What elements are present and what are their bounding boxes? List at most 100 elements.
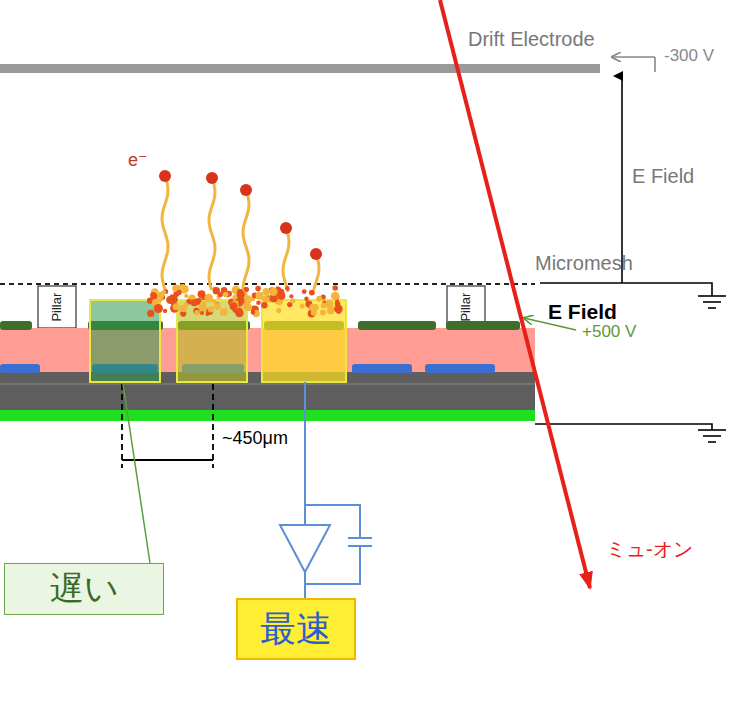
drift-electrode bbox=[0, 64, 600, 73]
avalanche-charge bbox=[334, 305, 343, 314]
avalanche-charge bbox=[290, 298, 295, 303]
electron bbox=[206, 172, 218, 184]
avalanche-charge bbox=[255, 286, 261, 292]
avalanche-charge bbox=[320, 310, 326, 316]
node-text: 最速 bbox=[260, 609, 332, 649]
avalanche-charge bbox=[304, 297, 308, 301]
avalanche-charge bbox=[197, 298, 201, 302]
leader-line bbox=[123, 384, 150, 563]
pillar-box: Pillar bbox=[447, 286, 485, 328]
avalanche-charge bbox=[180, 305, 187, 312]
electron bbox=[240, 184, 252, 196]
avalanche-charge bbox=[251, 310, 255, 314]
avalanche-charge bbox=[213, 287, 220, 294]
avalanche-charge bbox=[162, 290, 166, 294]
avalanche-charge bbox=[309, 290, 315, 296]
avalanche-charge bbox=[261, 302, 267, 308]
avalanche-charge bbox=[214, 303, 221, 310]
layer-line bbox=[0, 384, 535, 385]
avalanche-charge bbox=[194, 310, 199, 315]
avalanche-charge bbox=[200, 311, 204, 315]
pad-highlight bbox=[177, 300, 247, 382]
avalanche-charge bbox=[262, 288, 269, 295]
avalanche-charge bbox=[277, 292, 285, 300]
avalanche-charge bbox=[147, 310, 154, 317]
avalanche-charge bbox=[311, 310, 317, 316]
avalanche-charge bbox=[316, 296, 322, 302]
electron-track bbox=[162, 176, 168, 292]
avalanche-charge bbox=[223, 292, 229, 298]
avalanche-charge bbox=[230, 302, 238, 310]
node-text: 遅い bbox=[50, 570, 119, 607]
avalanche-charge bbox=[220, 308, 228, 316]
dimension-label: ~450μm bbox=[222, 428, 288, 449]
particle-label: ミュ-オン bbox=[606, 538, 693, 561]
avalanche-charge bbox=[205, 312, 209, 316]
voltage-label: +500 V bbox=[582, 322, 636, 342]
ground-plane bbox=[0, 410, 535, 421]
avalanche-charge bbox=[336, 309, 341, 314]
ground-wire bbox=[535, 424, 712, 430]
field-label: E Field bbox=[632, 165, 694, 188]
avalanche-charge bbox=[173, 303, 180, 310]
electron bbox=[310, 248, 322, 260]
dimension-line bbox=[122, 384, 213, 468]
avalanche-charge bbox=[302, 289, 307, 294]
avalanche-charge bbox=[191, 299, 198, 306]
voltage-label: -300 V bbox=[664, 46, 714, 66]
ground-symbol bbox=[698, 296, 726, 308]
avalanche-charge bbox=[230, 301, 239, 310]
voltage-lead bbox=[612, 56, 655, 58]
avalanche-charge bbox=[285, 286, 290, 291]
avalanche-charge bbox=[269, 288, 278, 297]
avalanche-charge bbox=[244, 287, 249, 292]
node-text: Pillar bbox=[459, 293, 473, 322]
avalanche-charge bbox=[184, 294, 188, 298]
avalanche-charge bbox=[289, 294, 293, 298]
avalanche-charge bbox=[256, 300, 261, 305]
field-arrow bbox=[621, 76, 623, 283]
avalanche-cloud bbox=[147, 284, 343, 318]
particle-label: e⁻ bbox=[128, 150, 148, 171]
muon-track bbox=[440, 0, 590, 588]
avalanche-charge bbox=[332, 285, 338, 291]
avalanche-charge bbox=[245, 304, 252, 311]
readout-pad bbox=[0, 321, 520, 330]
pad-highlight bbox=[90, 300, 160, 382]
ground-wire bbox=[540, 283, 712, 296]
avalanche-charge bbox=[154, 304, 163, 313]
avalanche-charge bbox=[166, 296, 174, 304]
electron-track bbox=[243, 190, 249, 290]
voltage-lead bbox=[654, 57, 656, 72]
electron bbox=[159, 170, 171, 182]
callout-box: 最速 bbox=[236, 598, 356, 660]
avalanche-charge bbox=[276, 308, 281, 313]
avalanche-charge bbox=[150, 292, 155, 297]
electron-track bbox=[283, 228, 289, 292]
avalanche-charge bbox=[171, 303, 179, 311]
pillar-box: Pillar bbox=[38, 286, 76, 328]
pad-highlight bbox=[262, 300, 346, 382]
avalanche-charge bbox=[212, 299, 216, 303]
amplifier-circuit bbox=[280, 382, 372, 598]
electron-tracks bbox=[159, 170, 322, 292]
avalanche-charge bbox=[300, 304, 305, 309]
avalanche-charge bbox=[208, 306, 214, 312]
avalanche-charge bbox=[239, 297, 245, 303]
node-text: Pillar bbox=[50, 293, 64, 322]
avalanche-charge bbox=[331, 292, 339, 300]
avalanche-charge bbox=[202, 301, 207, 306]
avalanche-charge bbox=[321, 303, 327, 309]
avalanche-charge bbox=[256, 292, 264, 300]
avalanche-charge bbox=[326, 300, 334, 308]
mesh-label: Micromesh bbox=[535, 252, 633, 275]
callout-box: 遅い bbox=[4, 563, 164, 615]
avalanche-charge bbox=[151, 288, 159, 296]
avalanche-charge bbox=[163, 309, 167, 313]
avalanche-charge bbox=[176, 290, 181, 295]
micromesh bbox=[0, 283, 535, 285]
field-label: E Field bbox=[548, 300, 617, 324]
electron bbox=[280, 222, 292, 234]
electrode-label: Drift Electrode bbox=[468, 28, 595, 51]
electron-track bbox=[209, 178, 215, 290]
